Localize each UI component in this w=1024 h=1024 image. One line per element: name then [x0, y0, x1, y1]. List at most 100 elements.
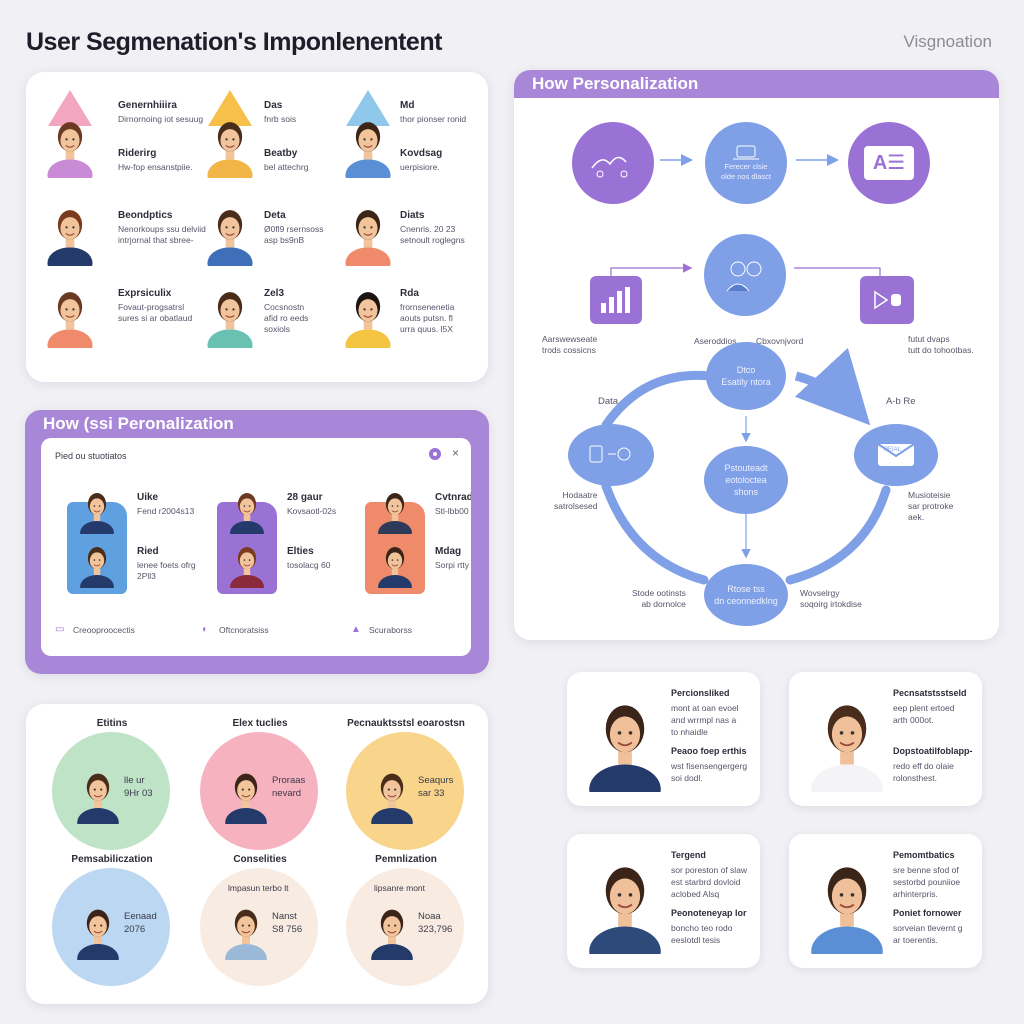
cycle-arc-tl	[601, 370, 715, 430]
segment-label: Pemsabiliczation	[71, 854, 153, 865]
profile-title: Pecnsatstsstseld	[893, 688, 967, 698]
persona-name: Exprsiculix	[118, 288, 172, 299]
persona-avatar	[204, 276, 256, 364]
persona-desc: bel attechrg	[264, 162, 309, 172]
persona-desc: thor pionser ronid	[400, 114, 467, 124]
profile-photo	[579, 844, 671, 976]
how-personalization-panel: How Personalization Ferecer clsie olde n	[514, 70, 999, 640]
party-hat-icon	[48, 90, 92, 126]
footer-label: Scuraborss	[369, 625, 412, 635]
data-icon	[591, 156, 628, 178]
avatar	[77, 536, 117, 599]
avatar	[368, 760, 416, 837]
party-hat-icon	[346, 90, 390, 126]
avatar	[227, 482, 267, 545]
persona-desc: Fovaut-progsatrsl sures si ar obatlaud	[118, 302, 193, 323]
personalization-panel-title: How (ssi Peronalization	[43, 414, 234, 433]
segment-top-text: lmpasun terbo lt	[228, 883, 289, 893]
bottom-right-note: Wovselrgy soqoirg irtokdise	[800, 588, 862, 609]
persona-desc: Hw-fop ensanstpiie.	[118, 162, 193, 172]
segment-top-text: lipsanre mont	[374, 883, 426, 893]
right-text: futut dvaps tutt do tohootbas.	[908, 334, 974, 355]
segment-bubble[interactable]	[346, 732, 464, 850]
persona-avatar	[44, 194, 96, 282]
segment-value: Proraas nevard	[272, 775, 306, 799]
profile-desc: mont at oan evoel and wrrmpl nas a to nh…	[671, 703, 739, 737]
persona-desc: frornsenenetia aouts putsn. fl urra quus…	[400, 302, 455, 334]
segment-label: Elex tuclies	[232, 718, 288, 729]
segment-bubble[interactable]	[200, 868, 318, 986]
pin-icon: ◖	[201, 624, 208, 635]
profile-subtitle: Peaoo foep erthis	[671, 746, 747, 756]
persona-desc: Nenorkoups ssu delviid intrjornal that s…	[118, 224, 206, 245]
users-circle	[704, 234, 786, 316]
persona-avatar	[204, 90, 256, 191]
data-label: Data	[598, 396, 619, 407]
persona-name: Rda	[400, 288, 419, 299]
profile-desc: eep plent ertoed arth 000ot.	[893, 703, 955, 725]
persona-row-name: Uike	[137, 492, 159, 503]
profile-subtitle: Poniet fornower	[893, 908, 962, 918]
process-circle: Ferecer clsie olde nos dlasct	[705, 122, 787, 204]
cycle-arc-br	[785, 485, 891, 585]
cycle-node-left	[568, 424, 654, 486]
mid-left-label: Aseroddios	[694, 336, 737, 346]
profile-card[interactable]: Tergend sor poreston of slaw est starbrd …	[567, 834, 760, 976]
segment-bubble[interactable]	[346, 868, 464, 986]
left-text: Aarswewseate trods cossicns	[542, 334, 598, 355]
person-icon: ▲	[351, 624, 361, 635]
laptop-icon	[733, 145, 759, 160]
persona-name: Genernhiiira	[118, 100, 177, 111]
profile-card[interactable]: Percionsliked mont at oan evoel and wrrmp…	[567, 672, 760, 814]
segment-value: Eenaad 2076	[124, 911, 157, 935]
profile-title: Pemomtbatics	[893, 850, 955, 860]
bottom-left-note: Stode ootinsts ab dornolce	[632, 588, 686, 609]
profile-photo	[801, 682, 893, 814]
persona-desc: Dirnornoing iot sesuug	[118, 114, 204, 124]
segment-bubble[interactable]	[200, 732, 318, 850]
cycle-arc-bl	[601, 481, 709, 585]
persona-row-name: Mdag	[435, 546, 462, 557]
people-icon	[726, 261, 762, 292]
profile-title: Percionsliked	[671, 688, 730, 698]
toggle-dot-icon[interactable]	[429, 448, 441, 460]
close-icon[interactable]: ×	[451, 446, 459, 460]
persona-desc: Ø0fl9 rsernsoss asp bs9nB	[264, 224, 324, 245]
profile-photo	[579, 682, 671, 814]
segment-bubble[interactable]	[52, 732, 170, 850]
input-circle	[572, 122, 654, 204]
bar-chart-icon	[601, 287, 630, 313]
profile-desc: sor poreston of slaw est starbrd dovloid…	[671, 865, 748, 899]
persona-name: Md	[400, 100, 415, 111]
profile-subdesc: redo eff do olaie rolonsthest.	[893, 761, 954, 783]
profile-card[interactable]: Pecnsatstsstseld eep plent ertoed arth 00…	[789, 672, 982, 814]
segment-label: Pemnlization	[375, 854, 437, 865]
persona-avatar	[44, 276, 96, 364]
persona-row-sub: tosolacg 60	[287, 560, 331, 570]
profile-subtitle: Dopstoatilfoblapp-	[893, 746, 973, 756]
ab-label: A-b Re	[886, 396, 916, 407]
segment-bubble[interactable]	[52, 868, 170, 986]
segment-label: Etitins	[96, 718, 128, 729]
persona-row-name: Elties	[287, 546, 314, 557]
persona-row-name: Ried	[137, 546, 159, 557]
avatar	[227, 536, 267, 599]
persona-desc: uerpisiore.	[400, 162, 440, 172]
email-icon: PEIAL	[877, 443, 915, 466]
avatar	[77, 482, 117, 545]
persona-name: Beondptics	[118, 210, 173, 221]
chart-tile	[590, 276, 642, 324]
page-title: User Segmenation's Imponlenentent	[26, 28, 442, 56]
play-icon	[874, 290, 901, 310]
segment-value: Seaqurs sar 33	[418, 775, 454, 799]
persona-row-sub: lenee foets ofrg 2Pll3	[137, 560, 196, 581]
email-icon-label: PEIAL	[884, 447, 902, 453]
profile-title: Tergend	[671, 850, 706, 860]
profile-photo	[801, 844, 893, 976]
